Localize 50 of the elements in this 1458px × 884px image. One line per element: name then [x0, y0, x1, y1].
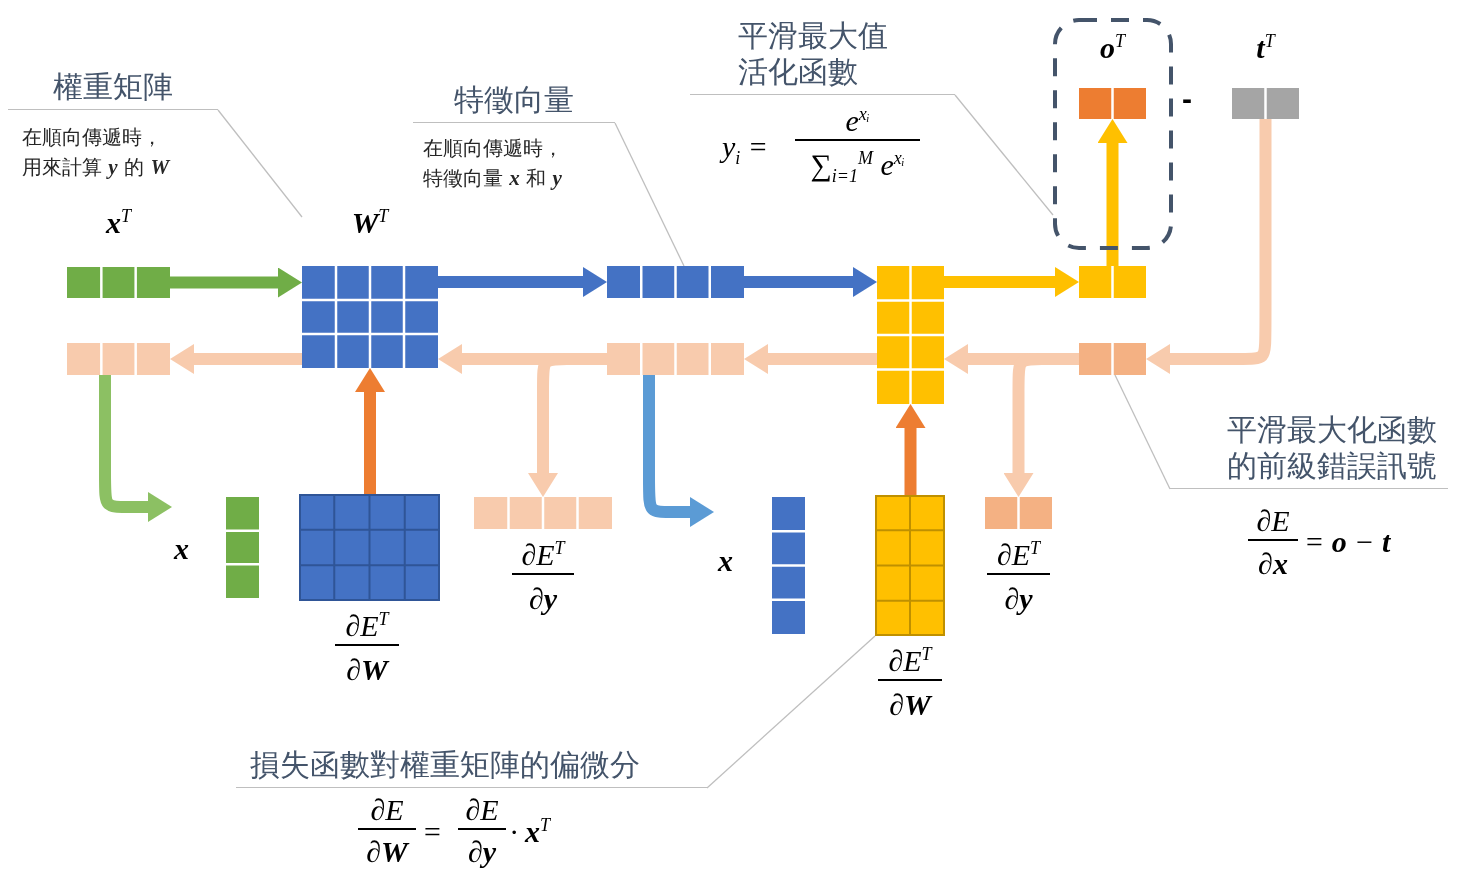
math-label: x$^{T}$	[104, 205, 133, 241]
fraction-numerator: e$^{xᵢ}$	[795, 103, 920, 141]
fraction-denominator: ∂y	[527, 581, 559, 617]
callout-title: 平滑最大值活化函數	[690, 5, 955, 95]
fraction-numerator: ∂E$^{T}$	[335, 608, 399, 646]
bent-arrow	[99, 375, 172, 522]
fraction-numerator: ∂E$^{T}$	[878, 643, 942, 681]
block-arrow	[170, 267, 302, 298]
math-label: · x$^{T}$	[510, 814, 550, 850]
fraction-denominator: ∂W	[888, 687, 934, 723]
math-label: x	[174, 531, 189, 567]
fraction-numerator: ∂E	[358, 792, 416, 830]
math-label: o$^{T}$	[1099, 30, 1127, 66]
callout-text: 在順向傳遞時，用來計算 y 的 W	[22, 124, 172, 181]
block-arrow	[744, 267, 877, 297]
fraction-numerator: ∂E	[1248, 503, 1298, 541]
math-label: = o − t	[1304, 524, 1391, 560]
fraction-denominator: ∂W	[365, 834, 411, 870]
callout-title: 損失函數對權重矩陣的偏微分	[236, 734, 707, 788]
fraction-denominator: ∂y	[1003, 581, 1034, 617]
math-label: W$^{T}$	[350, 205, 391, 241]
fraction-denominator: ∂W	[345, 652, 391, 688]
block-arrow	[744, 344, 877, 374]
block-arrow	[895, 404, 926, 495]
fraction-numerator: ∂E$^{T}$	[987, 537, 1050, 575]
leader-line	[1114, 374, 1171, 490]
block-arrow	[170, 344, 302, 374]
leader-line	[954, 94, 1054, 216]
callout-title: 權重矩陣	[8, 58, 218, 110]
fraction-numerator: ∂E	[458, 792, 506, 830]
callout-title: 平滑最大化函數的前級錯誤訊號	[1170, 398, 1448, 489]
callout-text: 在順向傳遞時，特徵向量 x 和 y	[423, 135, 564, 192]
leader-line	[706, 635, 876, 789]
math-label: x	[718, 543, 733, 579]
block-arrow	[1097, 119, 1128, 266]
block-arrow	[944, 267, 1079, 297]
fraction-denominator: ∑$_{i=1}$$^{M}$ e$^{xᵢ}$	[809, 147, 906, 183]
math-label: t$^{T}$	[1255, 30, 1277, 66]
fraction-denominator: ∂y	[466, 834, 498, 870]
block-arrow	[438, 267, 607, 297]
minus-sign: -	[1182, 84, 1192, 114]
fraction-denominator: ∂x	[1257, 546, 1289, 582]
fraction-numerator: ∂E$^{T}$	[512, 537, 574, 575]
bent-arrow	[1146, 119, 1272, 374]
bent-arrow	[643, 375, 714, 527]
block-arrow	[355, 368, 385, 494]
leader-line	[614, 122, 685, 267]
leader-line	[217, 109, 303, 218]
math-label: =	[422, 814, 443, 850]
callout-title: 特徵向量	[413, 75, 615, 123]
